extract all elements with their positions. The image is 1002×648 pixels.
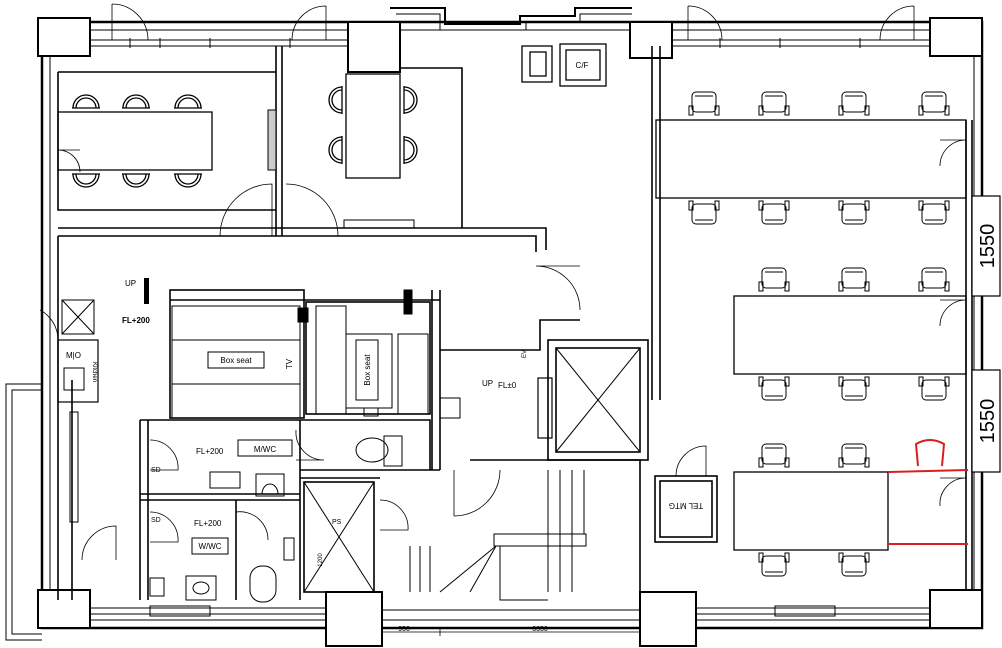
office-desks (655, 119, 967, 551)
structural-columns (37, 17, 983, 647)
office-chairs (688, 91, 950, 577)
box-seats (171, 289, 429, 419)
up-marker-a (144, 278, 149, 304)
box-seat-b-label: Box seat (363, 354, 372, 386)
interior-walls (57, 46, 973, 600)
copier-label: C/F (576, 61, 589, 70)
meeting-room-2 (343, 73, 415, 229)
toilets (149, 435, 403, 603)
bottom-windows (90, 605, 930, 617)
fl200-label-b: FL+200 (196, 447, 224, 456)
dim-950: 950 (398, 626, 410, 633)
chairs-mr1 (72, 94, 202, 188)
box-seat-a-label: Box seat (220, 356, 252, 365)
dimension-boxes (971, 195, 1001, 473)
fl200-label-a: FL+200 (122, 316, 150, 325)
lift-shafts (61, 299, 641, 593)
wall-screen (267, 109, 277, 171)
top-windows (90, 7, 930, 48)
fl0-label: FL±0 (498, 381, 517, 390)
copier (521, 43, 607, 87)
stair (409, 470, 587, 601)
mo-label: M|O (66, 351, 81, 360)
meeting-room-1 (57, 111, 213, 171)
sd-label-b: SD (151, 517, 161, 524)
left-balcony (5, 383, 79, 641)
tel-mtg-label: TEL MTG (669, 501, 703, 510)
outer-walls (40, 20, 984, 630)
sink-a (63, 367, 85, 391)
panel (439, 397, 461, 419)
ev-label: EV (522, 350, 528, 358)
dim-1200: 1200 (318, 553, 324, 567)
ev-door (537, 377, 553, 439)
red-markup (887, 439, 969, 545)
up-label-b: UP (482, 379, 493, 388)
tv-label: TV (285, 358, 294, 369)
dim-1550-bottom: 1550 (977, 399, 999, 444)
sd-label-a: SD (151, 467, 161, 474)
ps-label: PS (332, 519, 342, 526)
dim-1550-top: 1550 (977, 224, 999, 269)
kitchen-label: Kitchen (91, 362, 97, 382)
mo-cabinet (57, 339, 99, 403)
doors (39, 3, 967, 561)
up-label-a: UP (125, 279, 136, 288)
chairs-mr2 (328, 86, 418, 164)
fl200-label-c: FL+200 (194, 519, 222, 528)
wwc-label: W/WC (198, 542, 221, 551)
mwc-label: M/WC (254, 445, 276, 454)
dim-3350: 3350 (532, 626, 548, 633)
